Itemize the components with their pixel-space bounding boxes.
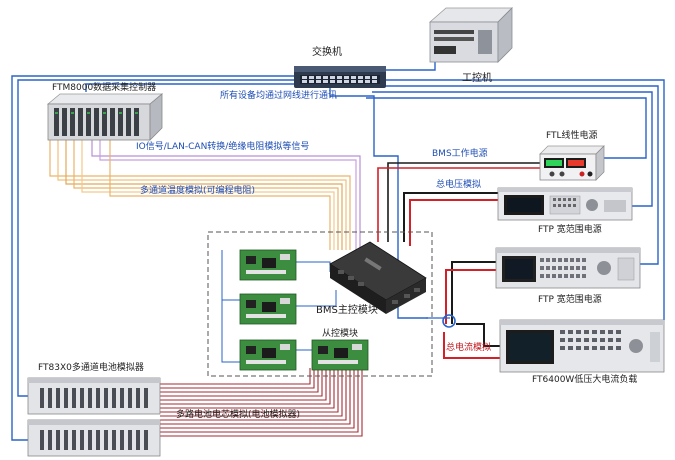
total-current-label: 总电流模拟 [446, 343, 492, 353]
power-supply-icon[interactable] [497, 187, 633, 221]
network-cables [11, 58, 665, 441]
network-switch-icon[interactable] [294, 66, 386, 88]
ftp-psu-1-label: FTP 宽范围电源 [538, 225, 602, 235]
bms-master-module-icon[interactable] [329, 241, 427, 314]
bms-power-wires [377, 162, 540, 242]
power-supply-icon[interactable] [539, 145, 605, 181]
network-note: 所有设备均通过网线进行通讯 [220, 91, 338, 101]
total-voltage-wires [403, 192, 498, 246]
slave-board-icon[interactable] [239, 293, 297, 325]
bms-power-label: BMS工作电源 [432, 149, 488, 159]
industrial-pc-icon[interactable] [428, 7, 513, 63]
battery-simulator-icon[interactable] [27, 419, 161, 457]
cell-sim-label: 多路电池电芯模拟(电池模拟器) [176, 410, 301, 420]
simulator-label: FT83X0多通道电池模拟器 [38, 363, 144, 373]
total-current-wires [426, 261, 500, 359]
cell-sim-bundle [160, 368, 363, 437]
electronic-load-icon[interactable] [499, 319, 665, 373]
slave-harness [221, 250, 337, 363]
switch-label: 交换机 [312, 47, 342, 58]
slave-board-icon[interactable] [311, 339, 369, 371]
slave-module-label: 从控模块 [322, 329, 359, 339]
load-label: FT6400W低压大电流负载 [532, 375, 638, 385]
slave-board-icon[interactable] [239, 339, 297, 371]
signal-bundle [49, 140, 361, 250]
ipc-label: 工控机 [462, 73, 492, 84]
temp-sim-label: 多通道温度模拟(可编程电阻) [140, 186, 256, 196]
daq-label: FTM8000数据采集控制器 [52, 83, 157, 93]
bms-master-label: BMS主控模块 [316, 305, 378, 316]
ftp-psu-2-label: FTP 宽范围电源 [538, 295, 602, 305]
battery-simulator-icon[interactable] [27, 377, 161, 415]
io-signal-label: IO信号/LAN-CAN转换/绝缘电阻模拟等信号 [136, 142, 310, 152]
ftl-psu-label: FTL线性电源 [546, 131, 598, 141]
bms-test-area [207, 231, 433, 377]
current-sensor-icon [442, 314, 456, 328]
slave-board-icon[interactable] [239, 249, 297, 281]
total-voltage-label: 总电压模拟 [436, 180, 482, 190]
data-acquisition-chassis-icon[interactable] [46, 93, 164, 141]
power-supply-icon[interactable] [495, 247, 641, 289]
